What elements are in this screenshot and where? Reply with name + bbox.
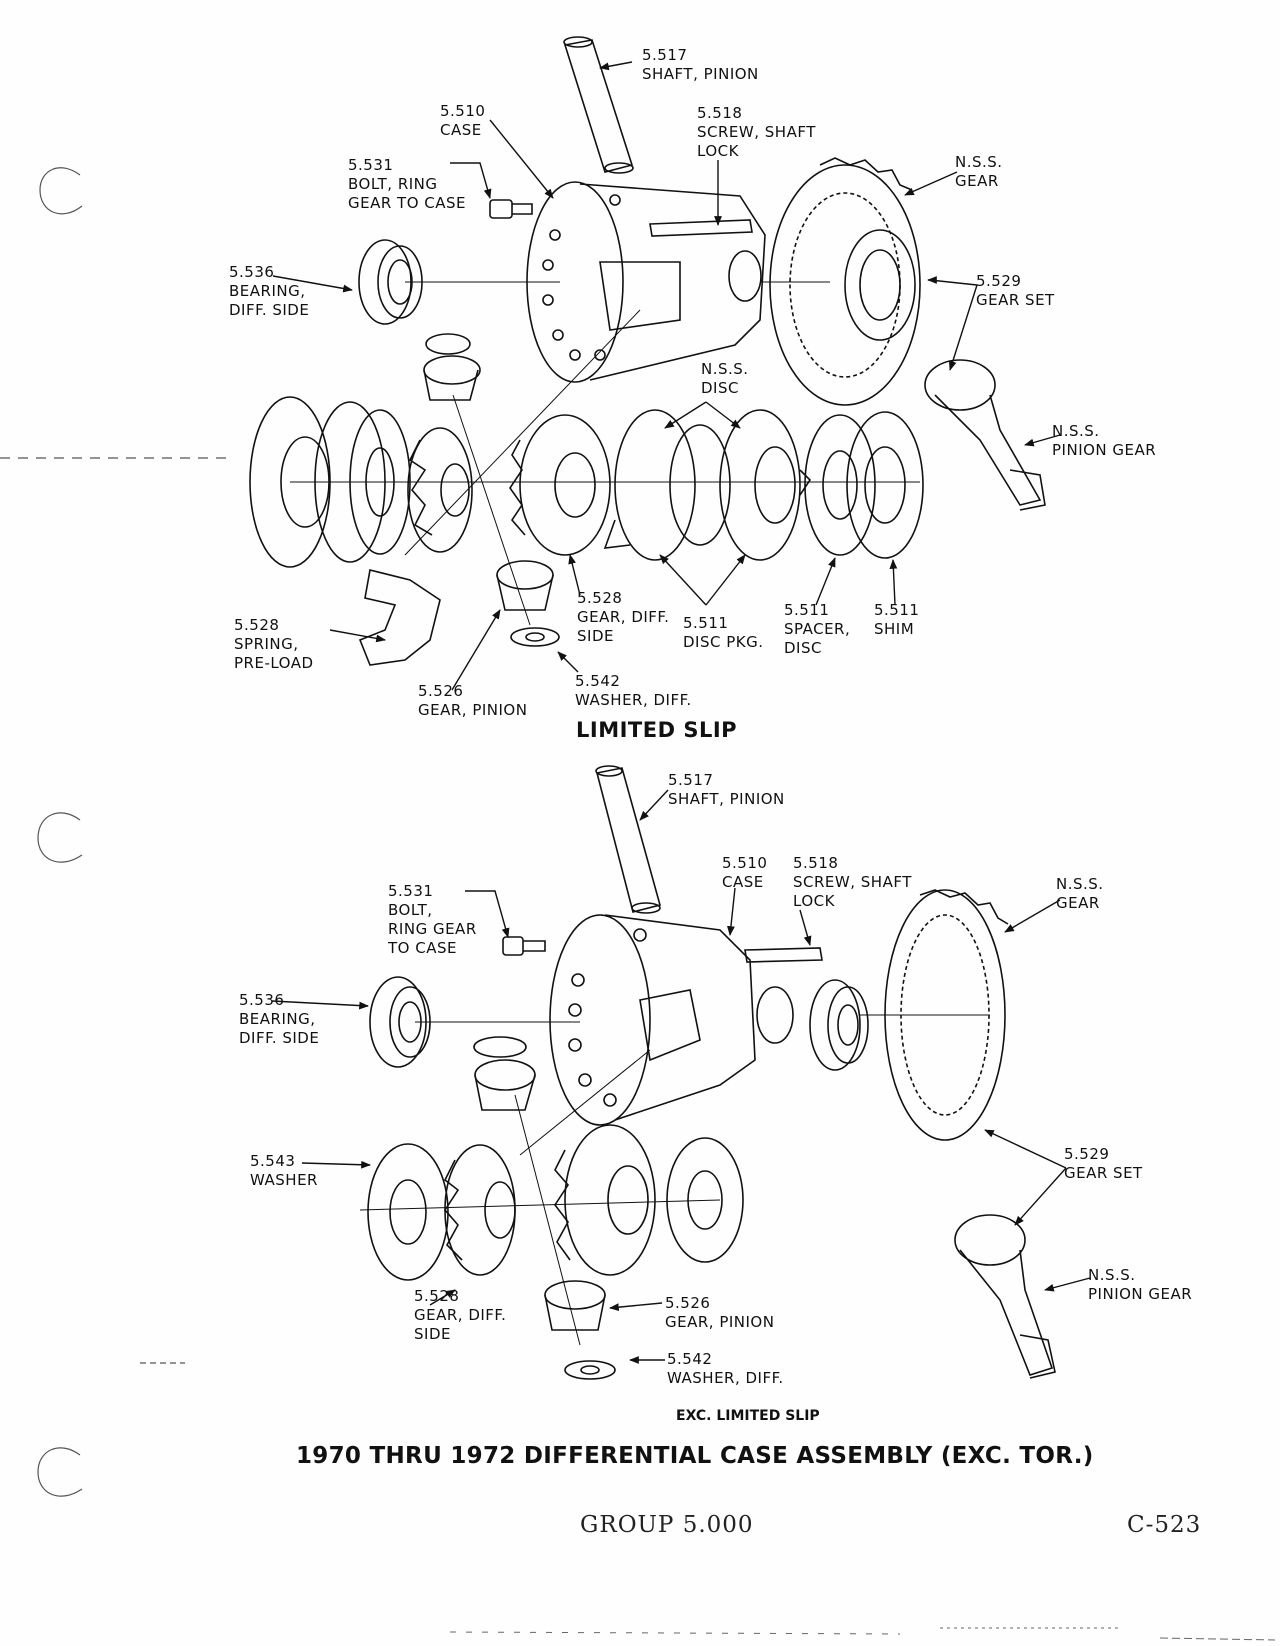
- callout-nss-gear-top: N.S.S. GEAR: [955, 153, 1003, 190]
- drive-pinion-gear-part-top: [924, 359, 1046, 511]
- callout-washer-diff-top: 5.542 WASHER, DIFF.: [575, 672, 692, 709]
- callout-nss-gear-bottom: N.S.S. GEAR: [1056, 875, 1104, 912]
- side-gear-left-part-bottom: [443, 1144, 516, 1276]
- callout-screw-shaft-lock-top: 5.518 SCREW, SHAFT LOCK: [697, 104, 816, 160]
- side-gear-right-part-bottom: [554, 1124, 656, 1276]
- ring-gear-part-top: [769, 157, 921, 406]
- caption-limited-slip: LIMITED SLIP: [576, 718, 738, 742]
- callout-bolt-ring-gear-top: 5.531 BOLT, RING GEAR TO CASE: [348, 156, 467, 212]
- thrust-washer-left-part-bottom: [367, 1143, 449, 1281]
- inner-bearing-part-bottom: [809, 979, 869, 1071]
- callout-bearing-top: 5.536 BEARING, DIFF. SIDE: [229, 263, 310, 319]
- footer-group-number: GROUP 5.000: [580, 1512, 754, 1538]
- ring-gear-bolt-part-top: [489, 199, 533, 219]
- side-gear-left-part-top: [407, 427, 473, 553]
- diff-case-part-bottom: [549, 914, 794, 1126]
- bottom-leader-lines: [271, 789, 1091, 1364]
- scan-noise: [449, 1627, 1276, 1641]
- callout-shaft-pinion-top: 5.517 SHAFT, PINION: [642, 46, 759, 83]
- callout-gear-pinion-top: 5.526 GEAR, PINION: [418, 682, 528, 719]
- callout-shaft-pinion-bottom: 5.517 SHAFT, PINION: [668, 771, 785, 808]
- callout-screw-shaft-lock-bottom: 5.518 SCREW, SHAFT LOCK: [793, 854, 912, 910]
- drive-pinion-gear-part-bottom: [954, 1214, 1056, 1379]
- pinion-shaft-part-bottom: [595, 765, 661, 914]
- callout-nss-pinion-gear-top: N.S.S. PINION GEAR: [1052, 422, 1157, 459]
- footer-page-code: C-523: [1127, 1512, 1202, 1538]
- small-pinion-gear-upper-part-bottom: [473, 1036, 536, 1111]
- callout-disc-pkg-top: 5.511 DISC PKG.: [683, 614, 764, 651]
- callout-gear-diff-side-top: 5.528 GEAR, DIFF. SIDE: [577, 589, 670, 645]
- shaft-lock-screw-part-bottom: [744, 947, 823, 963]
- top-leader-lines: [272, 61, 1061, 691]
- bottom-diagram-parts: [359, 765, 1056, 1380]
- callout-bolt-ring-gear-bottom: 5.531 BOLT, RING GEAR TO CASE: [388, 882, 477, 957]
- callout-gear-set-bottom: 5.529 GEAR SET: [1064, 1145, 1143, 1182]
- callout-gear-pinion-bottom: 5.526 GEAR, PINION: [665, 1294, 775, 1331]
- callout-gear-diff-side-bottom: 5.528 GEAR, DIFF. SIDE: [414, 1287, 507, 1343]
- callout-nss-pinion-gear-bottom: N.S.S. PINION GEAR: [1088, 1266, 1193, 1303]
- top-diagram-parts: [249, 36, 1046, 666]
- callout-spring-preload-top: 5.528 SPRING, PRE-LOAD: [234, 616, 314, 672]
- ring-gear-bolt-part-bottom: [502, 936, 546, 956]
- preload-spring-clip-part-top: [358, 569, 441, 666]
- callout-spacer-disc-top: 5.511 SPACER, DISC: [784, 601, 851, 657]
- small-pinion-gear-lower-part-bottom: [544, 1280, 616, 1380]
- clutch-disc-package-part-top: [603, 409, 812, 561]
- callout-gear-set-top: 5.529 GEAR SET: [976, 272, 1055, 309]
- callout-case-bottom: 5.510 CASE: [722, 854, 768, 891]
- page-title: 1970 THRU 1972 DIFFERENTIAL CASE ASSEMBL…: [296, 1443, 1094, 1469]
- shaft-lock-screw-part-top: [649, 219, 753, 237]
- callout-washer-bottom: 5.543 WASHER: [250, 1152, 318, 1189]
- callout-nss-disc-top: N.S.S. DISC: [701, 360, 749, 397]
- diff-case-part-top: [526, 181, 766, 383]
- caption-exc-limited-slip: EXC. LIMITED SLIP: [676, 1408, 820, 1424]
- callout-shim-top: 5.511 SHIM: [874, 601, 920, 638]
- callout-washer-diff-bottom: 5.542 WASHER, DIFF.: [667, 1350, 784, 1387]
- side-gear-right-part-top: [509, 414, 611, 556]
- pinion-shaft-part-top: [563, 36, 634, 174]
- callout-bearing-bottom: 5.536 BEARING, DIFF. SIDE: [239, 991, 320, 1047]
- callout-case-top: 5.510 CASE: [440, 102, 486, 139]
- thrust-washer-right-part-bottom: [666, 1137, 744, 1263]
- spacer-and-shim-part-top: [804, 411, 924, 559]
- small-pinion-gears-part-top: [423, 333, 560, 647]
- binder-hole-marks: [0, 167, 230, 1497]
